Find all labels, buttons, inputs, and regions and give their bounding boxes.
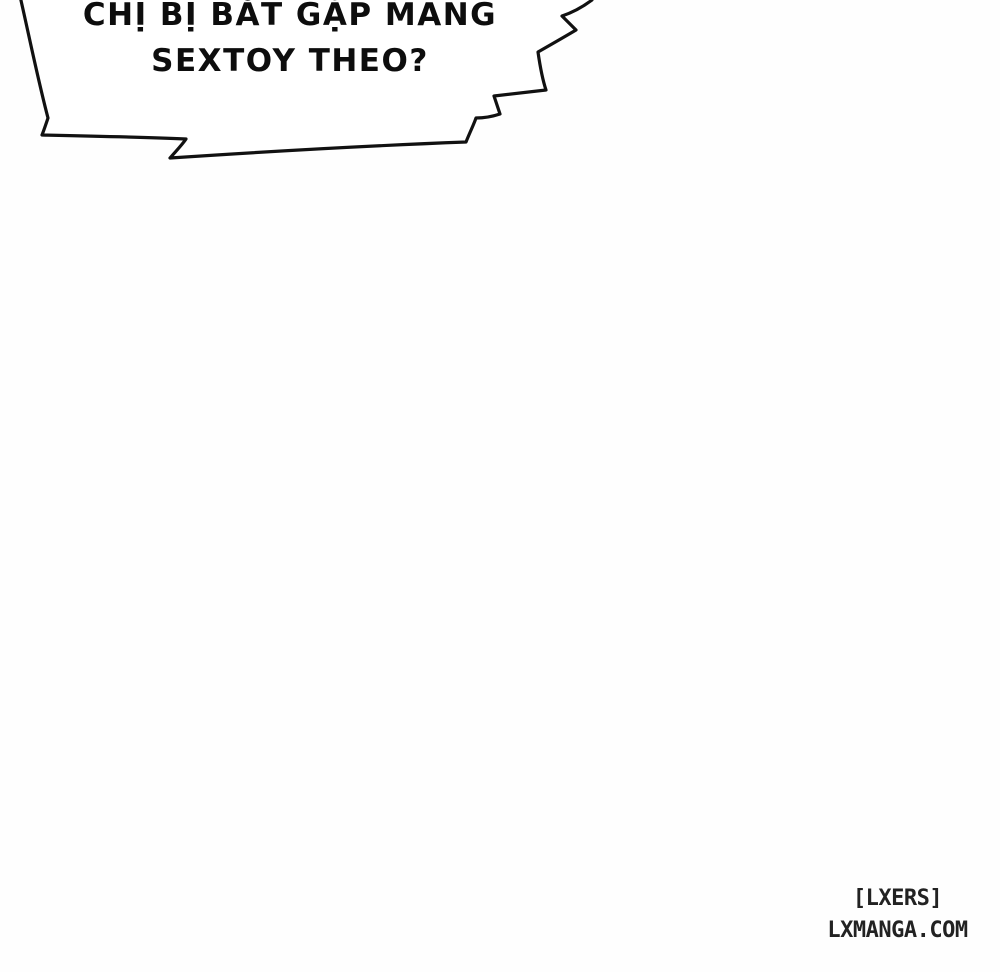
watermark-group: [LXERS]	[852, 886, 943, 911]
speech-line-2: SEXTOY THEO?	[151, 43, 429, 79]
speech-line-1: CHỊ BỊ BẮT GẶP MANG	[82, 0, 498, 33]
speech-bubble-outline	[19, 0, 594, 160]
watermark-site: LXMANGA.COM	[827, 918, 968, 943]
speech-bubble-shape	[19, 0, 594, 160]
speech-bubble-text: CHỊ BỊ BẮT GẶP MANG SEXTOY THEO?	[40, 0, 540, 84]
scanlation-watermark: [LXERS] LXMANGA.COM	[800, 883, 995, 947]
